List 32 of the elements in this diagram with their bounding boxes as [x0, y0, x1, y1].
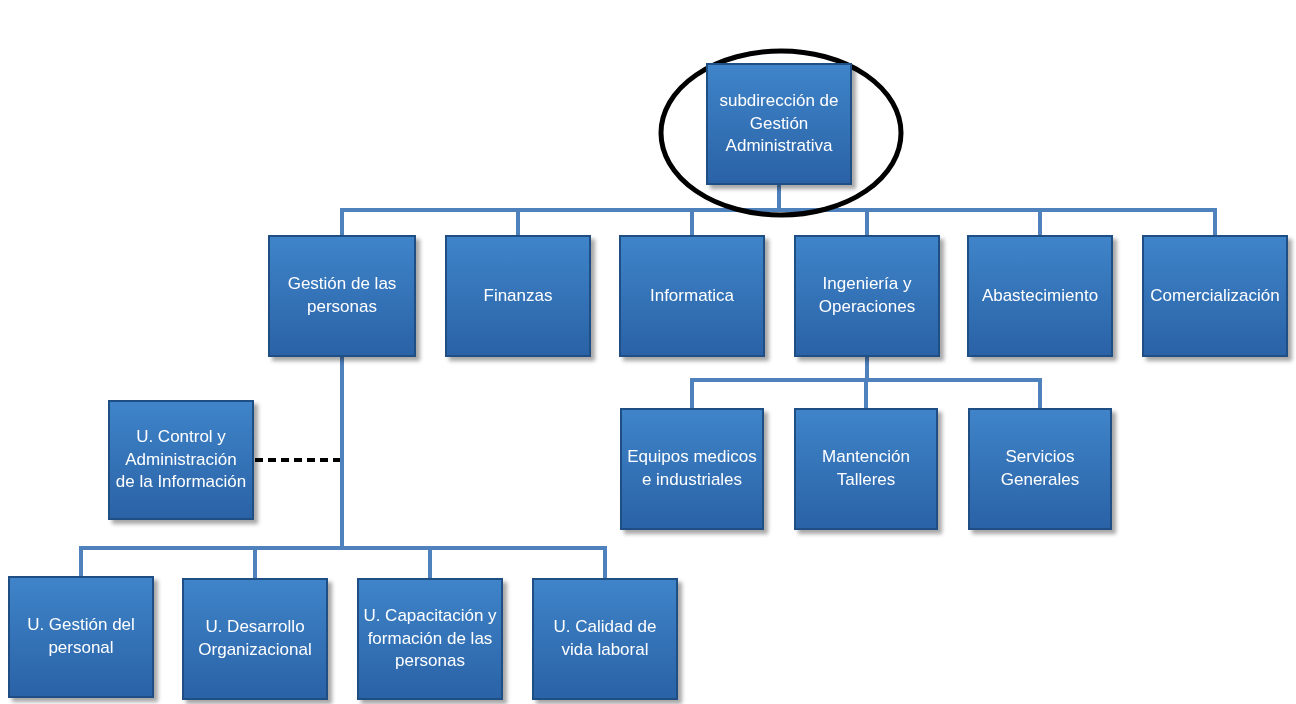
org-chart-box	[532, 578, 678, 700]
box-label: Comercialización	[1150, 284, 1280, 307]
org-chart-box	[968, 408, 1112, 530]
box-label: Informatica	[649, 284, 735, 307]
org-chart-box	[794, 408, 938, 530]
box-label: Ingeniería y Operaciones	[817, 273, 917, 318]
org-chart-box	[706, 63, 852, 185]
org-chart-box	[8, 576, 154, 698]
box-label: U. Calidad de vida laboral	[552, 616, 658, 661]
box-label: Gestión de las personas	[286, 273, 398, 318]
org-chart-box	[445, 235, 591, 357]
org-chart-box	[619, 235, 765, 357]
box-label: Mantención Talleres	[821, 446, 911, 491]
box-label: U. Control y Administración de la Información	[114, 425, 248, 494]
box-label: Abastecimiento	[981, 284, 1099, 307]
box-label: Equipos medicos e industriales	[626, 446, 758, 491]
highlight-ellipse	[658, 48, 904, 218]
org-chart-box	[794, 235, 940, 357]
org-chart-box	[967, 235, 1113, 357]
org-chart-box	[182, 578, 328, 700]
box-label: U. Gestión del personal	[26, 614, 136, 659]
box-label: U. Capacitación y formación de las personas	[363, 604, 497, 673]
org-chart-box	[268, 235, 416, 357]
org-chart-box	[357, 578, 503, 700]
box-label: U. Desarrollo Organizacional	[197, 616, 313, 661]
org-chart-box	[620, 408, 764, 530]
box-label: Servicios Generales	[999, 446, 1081, 491]
connector-line	[340, 357, 607, 578]
org-chart-box	[1142, 235, 1288, 357]
box-label: subdirección de Gestión Administrativa	[718, 89, 840, 158]
org-chart-box	[108, 400, 254, 520]
box-label: Finanzas	[483, 284, 553, 307]
